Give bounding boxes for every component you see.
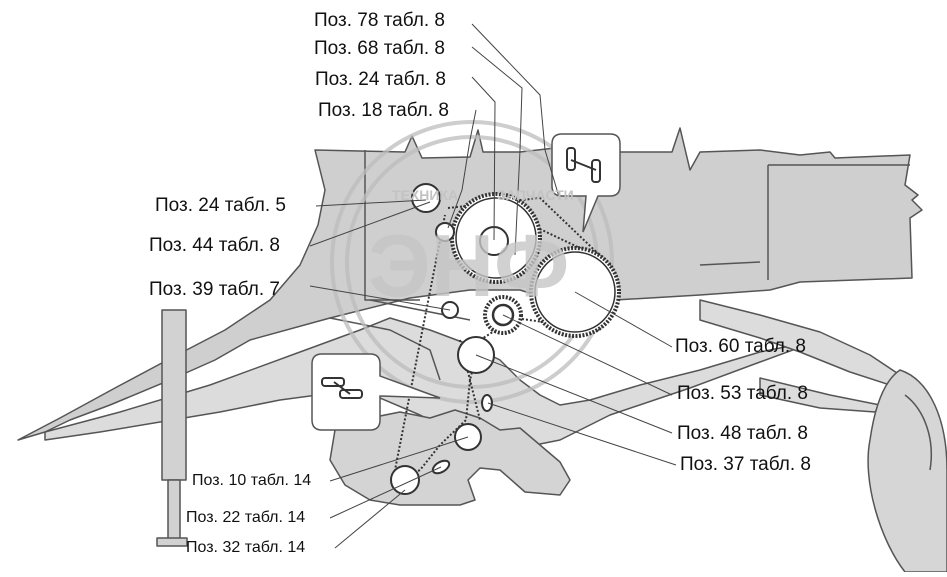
sprocket-case-lower: [390, 465, 420, 495]
chain-link-icon: [321, 377, 363, 399]
label-pos-68-tab-8: Поз. 68 табл. 8: [314, 38, 445, 59]
machine-body: [17, 127, 947, 573]
chain-link-callout-upper: [551, 133, 621, 233]
label-pos-78-tab-8: Поз. 78 табл. 8: [314, 10, 445, 31]
watermark-tagline-left: ТЕХНИКА: [392, 187, 459, 203]
label-pos-53-tab-8: Поз. 53 табл. 8: [677, 383, 808, 404]
watermark-brand: ЭНФ: [368, 216, 570, 315]
watermark-tagline-right: ЗАПЧАСТИ: [497, 187, 574, 203]
label-pos-10-tab-14: Поз. 10 табл. 14: [192, 472, 312, 489]
idler-small: [435, 222, 455, 242]
label-pos-48-tab-8: Поз. 48 табл. 8: [677, 423, 808, 444]
tensioner: [481, 394, 493, 412]
label-pos-32-tab-14: Поз. 32 табл. 14: [186, 539, 306, 556]
idler-top: [411, 183, 441, 213]
label-pos-44-tab-8: Поз. 44 табл. 8: [149, 235, 280, 256]
leader-lines: [309, 23, 677, 549]
label-pos-24-tab-5: Поз. 24 табл. 5: [155, 195, 286, 216]
label-pos-22-tab-14: Поз. 22 табл. 14: [186, 509, 306, 526]
label-pos-18-tab-8: Поз. 18 табл. 8: [318, 100, 449, 121]
label-pos-37-tab-8: Поз. 37 табл. 8: [680, 454, 811, 475]
label-pos-39-tab-7: Поз. 39 табл. 7: [149, 279, 280, 300]
chain-link-icon: [566, 147, 601, 183]
label-pos-60-tab-8: Поз. 60 табл. 8: [675, 336, 806, 357]
chain-link-callout-lower: [311, 353, 441, 431]
label-pos-24-tab-8: Поз. 24 табл. 8: [315, 69, 446, 90]
